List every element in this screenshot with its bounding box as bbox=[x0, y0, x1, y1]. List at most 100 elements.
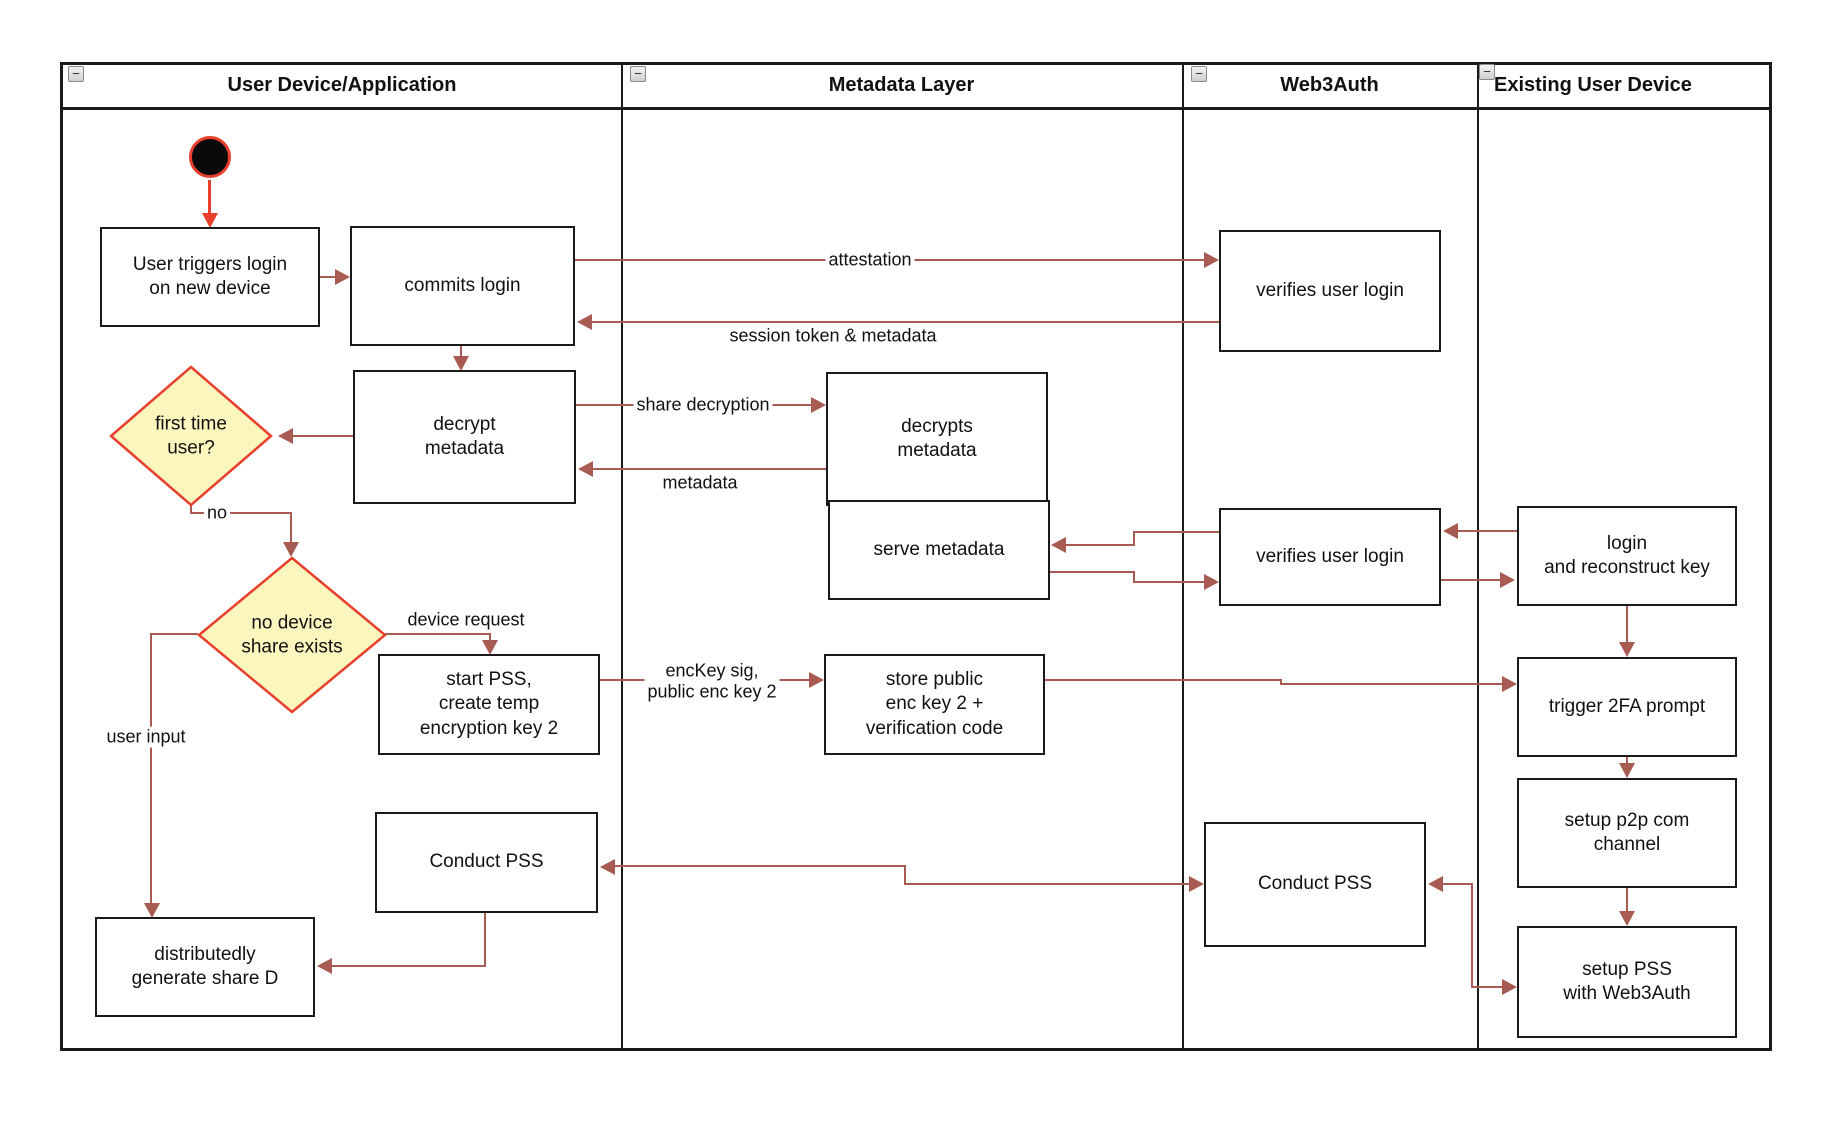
arrowhead bbox=[811, 397, 826, 413]
flow-line bbox=[1045, 679, 1282, 681]
edge-label-device-request: device request bbox=[407, 609, 525, 630]
activity-user-triggers-login[interactable]: User triggers login on new device bbox=[100, 227, 320, 327]
flow-line bbox=[1133, 581, 1206, 583]
lane-header-label: Metadata Layer bbox=[828, 74, 975, 96]
activity-setup-pss[interactable]: setup PSS with Web3Auth bbox=[1517, 926, 1737, 1038]
arrowhead bbox=[1428, 876, 1443, 892]
flow-line bbox=[1133, 571, 1135, 583]
flow-line bbox=[1626, 606, 1628, 644]
flow-line bbox=[1441, 579, 1503, 581]
arrowhead bbox=[578, 461, 593, 477]
flow-line bbox=[904, 883, 1191, 885]
lane-header-label: Web3Auth bbox=[1280, 74, 1379, 96]
activity-store-public-enc-key[interactable]: store public enc key 2 + verification co… bbox=[824, 654, 1045, 755]
lane-header-user-device[interactable]: User Device/Application bbox=[63, 62, 621, 109]
arrowhead bbox=[809, 672, 824, 688]
arrowhead bbox=[1443, 523, 1458, 539]
edge-label-attestation: attestation bbox=[825, 249, 915, 271]
activity-login-reconstruct-key[interactable]: login and reconstruct key bbox=[1517, 506, 1737, 606]
activity-start-pss[interactable]: start PSS, create temp encryption key 2 bbox=[378, 654, 600, 755]
flow-line bbox=[1626, 888, 1628, 913]
arrowhead bbox=[1502, 979, 1517, 995]
arrowhead bbox=[1189, 876, 1204, 892]
collapse-minus-icon[interactable]: − bbox=[1479, 64, 1495, 80]
arrowhead bbox=[278, 428, 293, 444]
flow-line bbox=[290, 512, 292, 544]
arrowhead bbox=[1502, 676, 1517, 692]
activity-verifies-user-login-1[interactable]: verifies user login bbox=[1219, 230, 1441, 352]
lane-divider-2 bbox=[1182, 62, 1184, 1048]
flow-line bbox=[320, 276, 337, 278]
activity-decrypt-metadata[interactable]: decrypt metadata bbox=[353, 370, 576, 504]
flow-line bbox=[291, 435, 353, 437]
arrowhead bbox=[482, 640, 498, 655]
flow-line bbox=[590, 321, 1219, 323]
lane-header-existing-device[interactable]: Existing User Device bbox=[1494, 62, 1766, 109]
flow-line bbox=[150, 633, 152, 905]
flow-line bbox=[330, 965, 486, 967]
flow-line bbox=[385, 633, 491, 635]
flow-line bbox=[1133, 531, 1135, 546]
activity-commits-login[interactable]: commits login bbox=[350, 226, 575, 346]
flow-line bbox=[1280, 683, 1505, 685]
diagram-border bbox=[60, 62, 1772, 1051]
edge-label-metadata: metadata bbox=[662, 472, 738, 493]
arrowhead bbox=[577, 314, 592, 330]
decision-no-device-share-shape[interactable] bbox=[197, 556, 387, 714]
edge-label-session-token: session token & metadata bbox=[729, 325, 937, 346]
flow-line bbox=[190, 512, 292, 514]
arrowhead bbox=[1500, 572, 1515, 588]
flow-line bbox=[591, 468, 826, 470]
flow-line bbox=[1133, 531, 1219, 533]
flow-line bbox=[1626, 757, 1628, 765]
activity-setup-p2p[interactable]: setup p2p com channel bbox=[1517, 778, 1737, 888]
start-node-icon[interactable] bbox=[189, 136, 231, 178]
arrowhead bbox=[1204, 574, 1219, 590]
arrowhead bbox=[1619, 763, 1635, 778]
flow-line bbox=[190, 506, 192, 514]
activity-decrypts-metadata[interactable]: decrypts metadata bbox=[826, 372, 1048, 506]
flow-line bbox=[208, 180, 211, 214]
collapse-minus-icon[interactable]: − bbox=[1191, 66, 1207, 82]
flow-line bbox=[1441, 883, 1473, 885]
arrowhead bbox=[317, 958, 332, 974]
arrowhead bbox=[1619, 911, 1635, 926]
lane-divider-3 bbox=[1477, 62, 1479, 1048]
flow-line bbox=[489, 633, 491, 643]
arrowhead bbox=[202, 213, 218, 228]
arrowhead bbox=[600, 859, 615, 875]
decision-first-time-user-label: first time user? bbox=[155, 413, 227, 458]
edge-label-enckey: encKey sig, public enc key 2 bbox=[644, 660, 780, 702]
arrowhead bbox=[144, 903, 160, 918]
flow-line bbox=[904, 865, 906, 885]
lane-divider-1 bbox=[621, 62, 623, 1048]
lane-header-label: Existing User Device bbox=[1494, 74, 1692, 96]
activity-verifies-user-login-2[interactable]: verifies user login bbox=[1219, 508, 1441, 606]
activity-distributedly-generate-share[interactable]: distributedly generate share D bbox=[95, 917, 315, 1017]
header-separator bbox=[60, 107, 1772, 110]
flow-line bbox=[613, 865, 906, 867]
collapse-minus-icon[interactable]: − bbox=[68, 66, 84, 82]
arrowhead bbox=[335, 269, 350, 285]
activity-trigger-2fa[interactable]: trigger 2FA prompt bbox=[1517, 657, 1737, 757]
flow-line bbox=[1050, 571, 1135, 573]
arrowhead bbox=[453, 356, 469, 371]
activity-serve-metadata[interactable]: serve metadata bbox=[828, 500, 1050, 600]
edge-label-no: no bbox=[203, 502, 231, 524]
activity-conduct-pss-web3auth[interactable]: Conduct PSS bbox=[1204, 822, 1426, 947]
collapse-minus-icon[interactable]: − bbox=[630, 66, 646, 82]
arrowhead bbox=[1204, 252, 1219, 268]
lane-header-metadata-layer[interactable]: Metadata Layer bbox=[621, 62, 1182, 109]
flow-line bbox=[460, 346, 462, 358]
lane-header-label: User Device/Application bbox=[227, 74, 457, 96]
flow-line bbox=[1064, 544, 1135, 546]
flow-line bbox=[1456, 530, 1517, 532]
arrowhead bbox=[1051, 537, 1066, 553]
arrowhead bbox=[1619, 642, 1635, 657]
edge-label-share-decryption: share decryption bbox=[633, 394, 773, 416]
edge-label-user-input: user input bbox=[103, 726, 189, 748]
decision-first-time-user-shape[interactable] bbox=[109, 365, 273, 507]
lane-header-web3auth[interactable]: Web3Auth bbox=[1182, 62, 1477, 109]
activity-conduct-pss-user-device[interactable]: Conduct PSS bbox=[375, 812, 598, 913]
